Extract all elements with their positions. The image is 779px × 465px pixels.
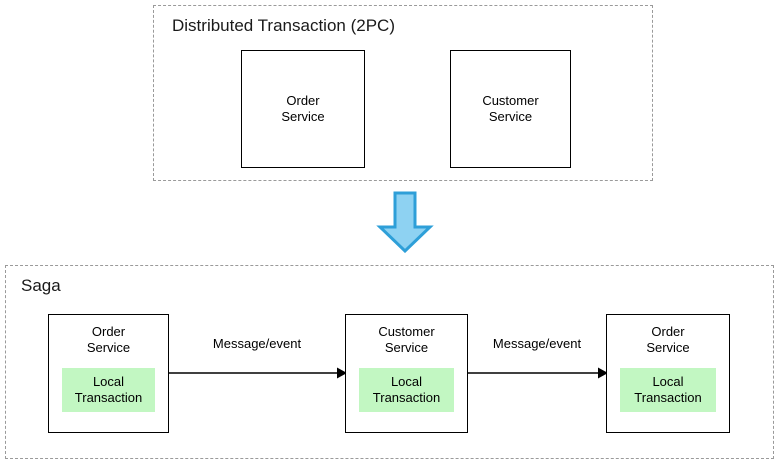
saga-title: Saga bbox=[21, 276, 61, 295]
saga-customer-service-box-2[interactable]: Customer Service Local Transaction bbox=[345, 314, 468, 433]
top-order-service-box[interactable]: Order Service bbox=[241, 50, 365, 168]
saga-order-service-box-3[interactable]: Order Service Local Transaction bbox=[606, 314, 730, 433]
distributed-transaction-title: Distributed Transaction (2PC) bbox=[172, 16, 395, 35]
top-customer-service-label: Customer Service bbox=[482, 93, 539, 124]
saga-box-2-title: Customer Service bbox=[378, 324, 435, 355]
distributed-transaction-group bbox=[153, 5, 653, 181]
saga-group bbox=[5, 265, 774, 459]
transition-arrow bbox=[375, 191, 435, 254]
saga-box-3-local-transaction: Local Transaction bbox=[620, 368, 716, 412]
connector-2-arrow bbox=[468, 364, 608, 382]
connector-1-label: Message/event bbox=[212, 336, 302, 351]
connector-2-label: Message/event bbox=[492, 336, 582, 351]
down-arrow-icon bbox=[376, 191, 434, 254]
saga-box-1-local-transaction: Local Transaction bbox=[62, 368, 155, 412]
connector-1-arrow bbox=[169, 364, 347, 382]
saga-box-3-title: Order Service bbox=[646, 324, 690, 355]
saga-box-2-local-transaction: Local Transaction bbox=[359, 368, 454, 412]
top-order-service-label: Order Service bbox=[281, 93, 325, 124]
saga-order-service-box-1[interactable]: Order Service Local Transaction bbox=[48, 314, 169, 433]
top-customer-service-box[interactable]: Customer Service bbox=[450, 50, 571, 168]
saga-box-1-title: Order Service bbox=[86, 324, 131, 355]
